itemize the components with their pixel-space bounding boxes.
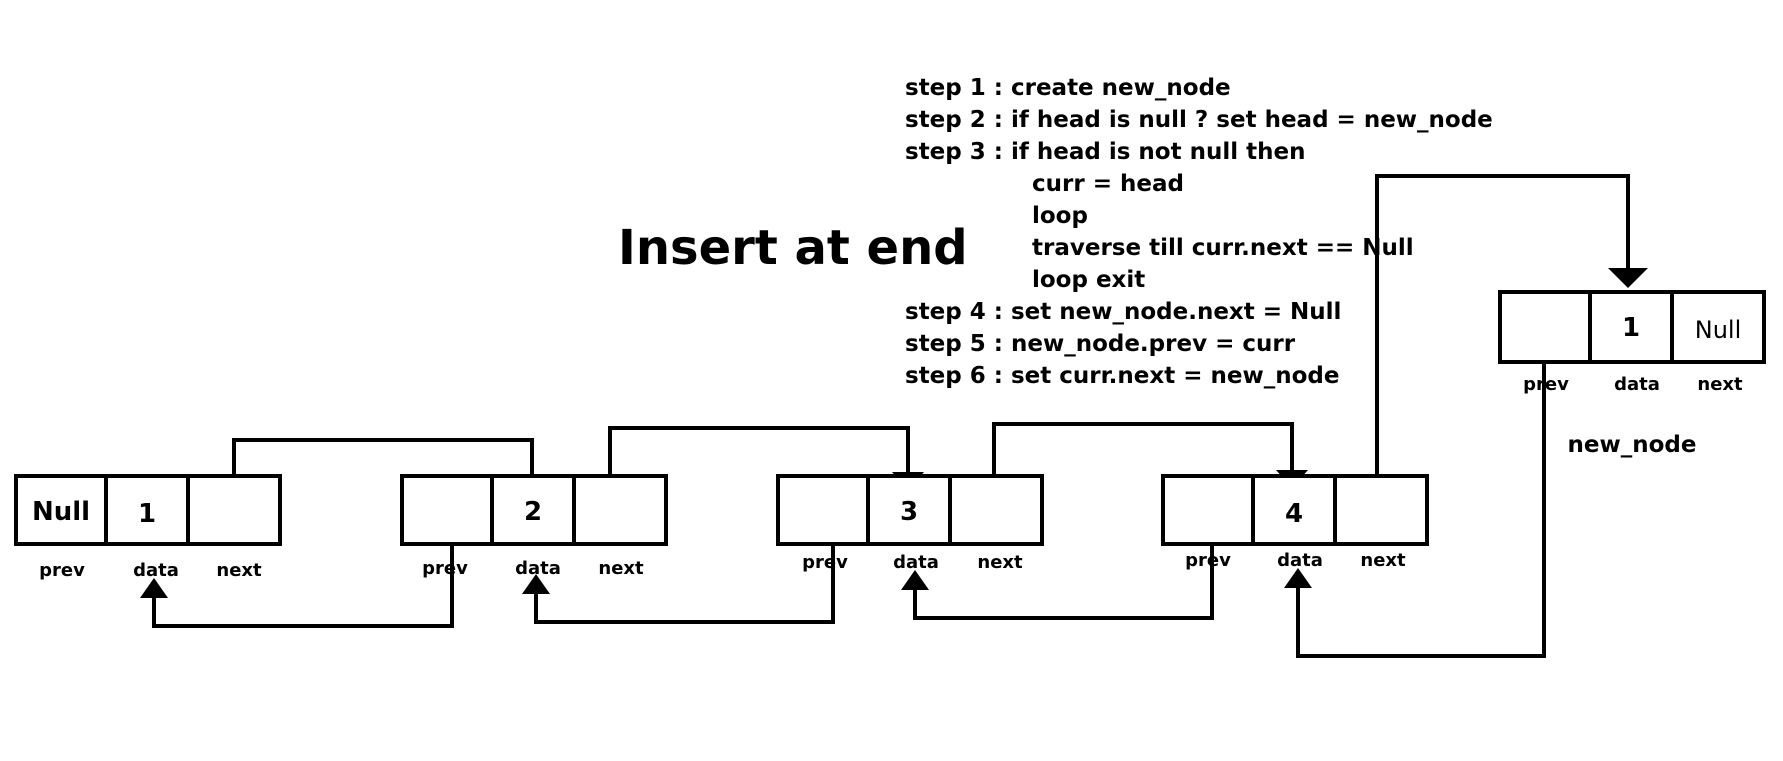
step-3-loop: loop: [1032, 203, 1088, 229]
next-cell: [1333, 474, 1429, 546]
next-label: next: [216, 560, 262, 581]
next-cell: [1670, 290, 1766, 364]
data-label: data: [1614, 374, 1660, 395]
step-4: step 4 : set new_node.next = Null: [905, 299, 1341, 325]
data-value: 2: [524, 497, 542, 527]
data-label: data: [133, 560, 179, 581]
next-label: next: [1360, 550, 1406, 571]
arrow-head-down-icon: [1608, 268, 1648, 288]
prev-cell: [1161, 474, 1255, 546]
data-cell: [104, 474, 190, 546]
arrow-head-up-icon: [140, 578, 168, 598]
data-label: data: [1277, 550, 1323, 571]
next-label: next: [1697, 374, 1743, 395]
prev-cell: [1498, 290, 1592, 364]
next-link-1-to-2: [232, 438, 534, 503]
data-cell: [490, 474, 576, 546]
new-node: 1 Null prev data next new_node: [1498, 290, 1766, 458]
algorithm-steps: step 1 : create new_node step 2 : if hea…: [905, 75, 1493, 389]
arrow-head-up-icon: [1284, 568, 1312, 588]
data-label: data: [893, 552, 939, 573]
list-node-2: 2 prev data next: [400, 474, 668, 579]
prev-value: Null: [32, 497, 90, 527]
data-value: 1: [138, 499, 156, 529]
data-label: data: [515, 558, 561, 579]
step-1: step 1 : create new_node: [905, 75, 1231, 101]
arrow-head-up-icon: [901, 570, 929, 590]
arrow-head-up-icon: [522, 574, 550, 594]
list-node-1: Null 1 prev data next: [14, 474, 282, 581]
prev-link-3-to-2: [534, 512, 835, 624]
prev-pointers: [140, 326, 1546, 658]
prev-cell: [400, 474, 494, 546]
prev-link-2-to-1: [152, 512, 454, 628]
prev-link-4-to-3: [913, 510, 1214, 620]
step-6: step 6 : set curr.next = new_node: [905, 363, 1339, 389]
prev-label: prev: [422, 558, 468, 579]
prev-label: prev: [39, 560, 85, 581]
list-node-4: 4 prev data next: [1161, 474, 1429, 571]
data-value: 4: [1285, 499, 1303, 529]
list-node-3: 3 prev data next: [776, 474, 1044, 573]
prev-cell: [776, 474, 870, 546]
step-3-loop-exit: loop exit: [1032, 267, 1145, 293]
data-cell: [1251, 474, 1337, 546]
step-2: step 2 : if head is null ? set head = ne…: [905, 107, 1493, 133]
step-3-traverse: traverse till curr.next == Null: [1032, 235, 1414, 261]
next-cell: [572, 474, 668, 546]
data-value: 1: [1622, 313, 1640, 343]
prev-label: prev: [1523, 374, 1569, 395]
next-link-4-to-new-node: [1375, 174, 1630, 498]
next-link-3-to-4: [992, 422, 1294, 508]
step-5: step 5 : new_node.prev = curr: [905, 331, 1296, 357]
next-cell: [948, 474, 1044, 546]
data-value: 3: [900, 497, 918, 527]
next-value: Null: [1695, 316, 1742, 344]
step-3-curr-assign: curr = head: [1032, 171, 1184, 197]
prev-cell: [14, 474, 108, 546]
diagram-title: Insert at end: [618, 220, 968, 276]
prev-label: prev: [802, 552, 848, 573]
next-cell: [186, 474, 282, 546]
next-label: next: [977, 552, 1023, 573]
prev-label: prev: [1185, 550, 1231, 571]
next-link-2-to-3: [608, 426, 910, 508]
prev-link-new-node-to-4: [1296, 326, 1546, 658]
next-label: next: [598, 558, 644, 579]
new-node-caption: new_node: [1568, 432, 1697, 458]
step-3: step 3 : if head is not null then: [905, 139, 1305, 165]
